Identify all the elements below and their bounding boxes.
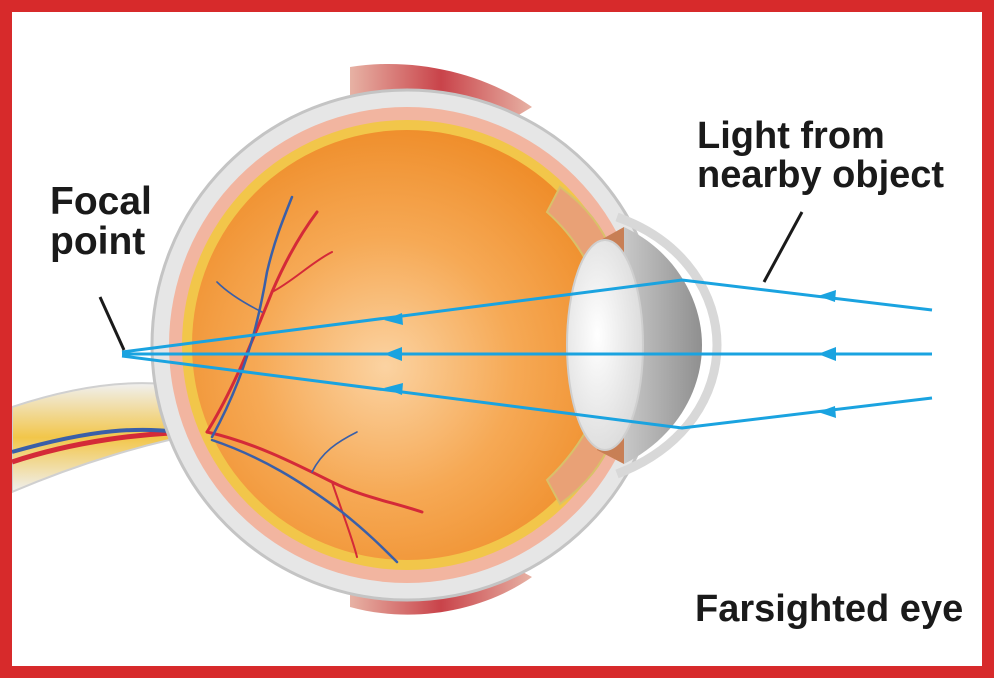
- diagram-title-text: Farsighted eye: [695, 590, 963, 629]
- arrow-head: [818, 347, 836, 361]
- light-source-label-line: nearby object: [697, 156, 944, 195]
- diagram-title: Farsighted eye: [695, 590, 963, 629]
- focal-point-label: Focal point: [50, 182, 152, 262]
- light-source-label-line: Light from: [697, 117, 944, 156]
- eye-diagram: [12, 12, 994, 678]
- focal-point-leader: [100, 297, 124, 350]
- light-source-leader: [764, 212, 802, 282]
- arrow-head: [818, 290, 836, 302]
- focal-point-label-line: point: [50, 222, 152, 262]
- focal-point-label-line: Focal: [50, 182, 152, 222]
- light-source-label: Light from nearby object: [697, 117, 944, 195]
- arrow-head: [818, 406, 836, 418]
